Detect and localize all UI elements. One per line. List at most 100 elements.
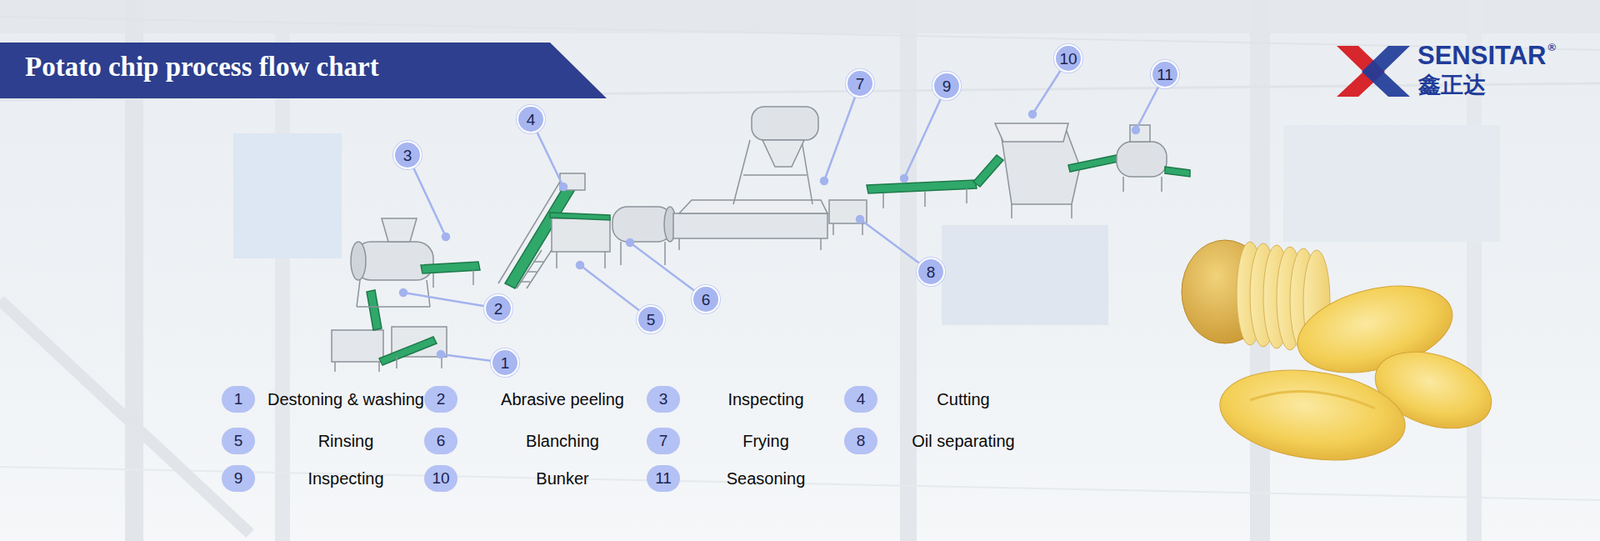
illustration-part (1010, 204, 1013, 219)
legend-item: 8Oil separating (844, 427, 1048, 455)
step-name: Blanching (459, 431, 666, 451)
illustration-part (1029, 110, 1036, 118)
step-number: 5 (221, 427, 255, 455)
illustration-part (1068, 155, 1119, 172)
illustration-part (1361, 45, 1410, 97)
legend-item: 10Bunker (424, 465, 666, 492)
illustration-part (472, 270, 475, 285)
illustration-part (576, 261, 584, 269)
illustration-part (400, 289, 407, 296)
illustration-part (331, 330, 384, 362)
illustration-part (678, 238, 680, 250)
legend-item: 9Inspecting (221, 465, 435, 492)
illustration-part (437, 350, 445, 358)
callout-text: 11 (1156, 66, 1174, 83)
illustration-part (856, 215, 864, 223)
callout-number: 10 (1054, 44, 1083, 73)
illustration-part (673, 213, 828, 239)
illustration-part (366, 290, 382, 330)
legend-item: 6Blanching (424, 427, 666, 455)
step-number: 2 (424, 385, 458, 413)
illustration-part (973, 155, 1004, 187)
brand-name: SENSITAR (1417, 41, 1546, 70)
step-name: Inspecting (681, 390, 850, 410)
illustration-part (526, 270, 537, 273)
illustration-part (620, 241, 622, 265)
illustration-part (551, 218, 610, 252)
illustration-part (832, 223, 835, 235)
illustration-part (381, 218, 417, 242)
illustration-part (941, 225, 1109, 325)
illustration-part (560, 173, 585, 190)
illustration-part (751, 106, 819, 140)
illustration-part (733, 140, 750, 205)
step-name: Cutting (879, 390, 1048, 410)
title-text: Potato chip process flow chart (25, 51, 380, 83)
illustration-part (426, 280, 430, 307)
step-number: 4 (844, 385, 878, 413)
callout-text: 10 (1059, 50, 1077, 67)
callout-number: 5 (636, 305, 665, 334)
callout-number: 9 (932, 71, 961, 100)
step-name: Destoning & washing (256, 390, 435, 410)
callout-number: 7 (845, 69, 875, 98)
legend-item: 11Seasoning (646, 465, 850, 492)
callout-number: 4 (516, 105, 545, 134)
step-name: Inspecting (256, 469, 435, 489)
illustration-part (679, 200, 828, 214)
step-name: Bunker (459, 469, 666, 489)
callout-text: 6 (701, 291, 711, 308)
step-number: 3 (646, 385, 680, 413)
illustration-part (924, 191, 926, 207)
callout-text: 5 (646, 311, 656, 328)
illustration-part (743, 174, 807, 176)
step-number: 9 (221, 465, 255, 492)
legend-item: 2Abrasive peeling (424, 385, 666, 413)
step-name: Abrasive peeling (459, 390, 666, 410)
illustration-part (1250, 391, 1375, 409)
callout-number: 1 (490, 348, 520, 377)
illustration-part (995, 123, 1069, 142)
illustration-part (612, 206, 673, 242)
step-number: 7 (646, 427, 680, 455)
illustration-part (334, 361, 336, 372)
callout-number: 8 (916, 257, 945, 286)
illustration-part (604, 251, 606, 269)
illustration-part (820, 177, 828, 185)
callout-text: 9 (942, 78, 952, 95)
step-number: 8 (844, 427, 878, 455)
step-number: 6 (424, 427, 458, 455)
illustration-part (516, 250, 542, 289)
illustration-part (520, 280, 530, 283)
illustration-part (379, 336, 437, 365)
callout-text: 4 (526, 111, 536, 128)
step-name: Rinsing (256, 431, 435, 451)
illustration-part (1132, 126, 1140, 134)
illustration-part (395, 356, 398, 369)
illustration-part (900, 0, 917, 541)
callout-number: 11 (1150, 60, 1180, 89)
illustration-part (560, 183, 567, 190)
callout-text: 7 (855, 75, 865, 92)
illustration-part (861, 223, 864, 235)
illustration-part (664, 241, 666, 265)
illustration-part (904, 85, 947, 179)
illustration-part (1160, 176, 1163, 192)
legend-item: 1Destoning & washing (221, 385, 435, 413)
illustration-part (801, 140, 813, 205)
legend-item: 4Cutting (844, 385, 1048, 413)
illustration-part (866, 180, 977, 194)
callout-text: 2 (494, 300, 504, 317)
illustration-part (762, 140, 805, 167)
illustration-part (442, 233, 450, 240)
illustration-part (550, 212, 610, 220)
legend-item: 5Rinsing (221, 427, 435, 455)
step-name: Frying (681, 431, 850, 451)
illustration-part (0, 0, 1600, 34)
illustration-part (378, 361, 380, 372)
illustration-part (0, 300, 250, 534)
illustration-part (820, 238, 822, 250)
callout-number: 3 (393, 140, 422, 170)
